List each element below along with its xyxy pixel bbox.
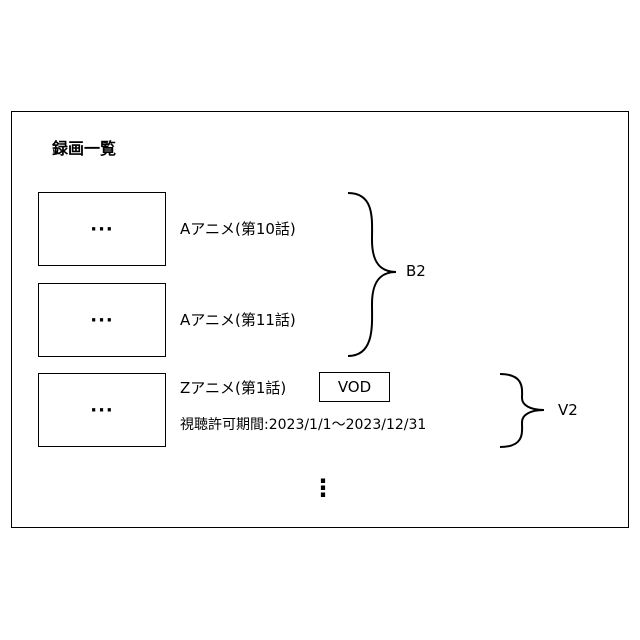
brace-label-b: B2 <box>406 262 426 280</box>
brace-label-v: V2 <box>558 401 578 419</box>
brace-b <box>348 193 396 356</box>
brace-v <box>500 374 544 447</box>
